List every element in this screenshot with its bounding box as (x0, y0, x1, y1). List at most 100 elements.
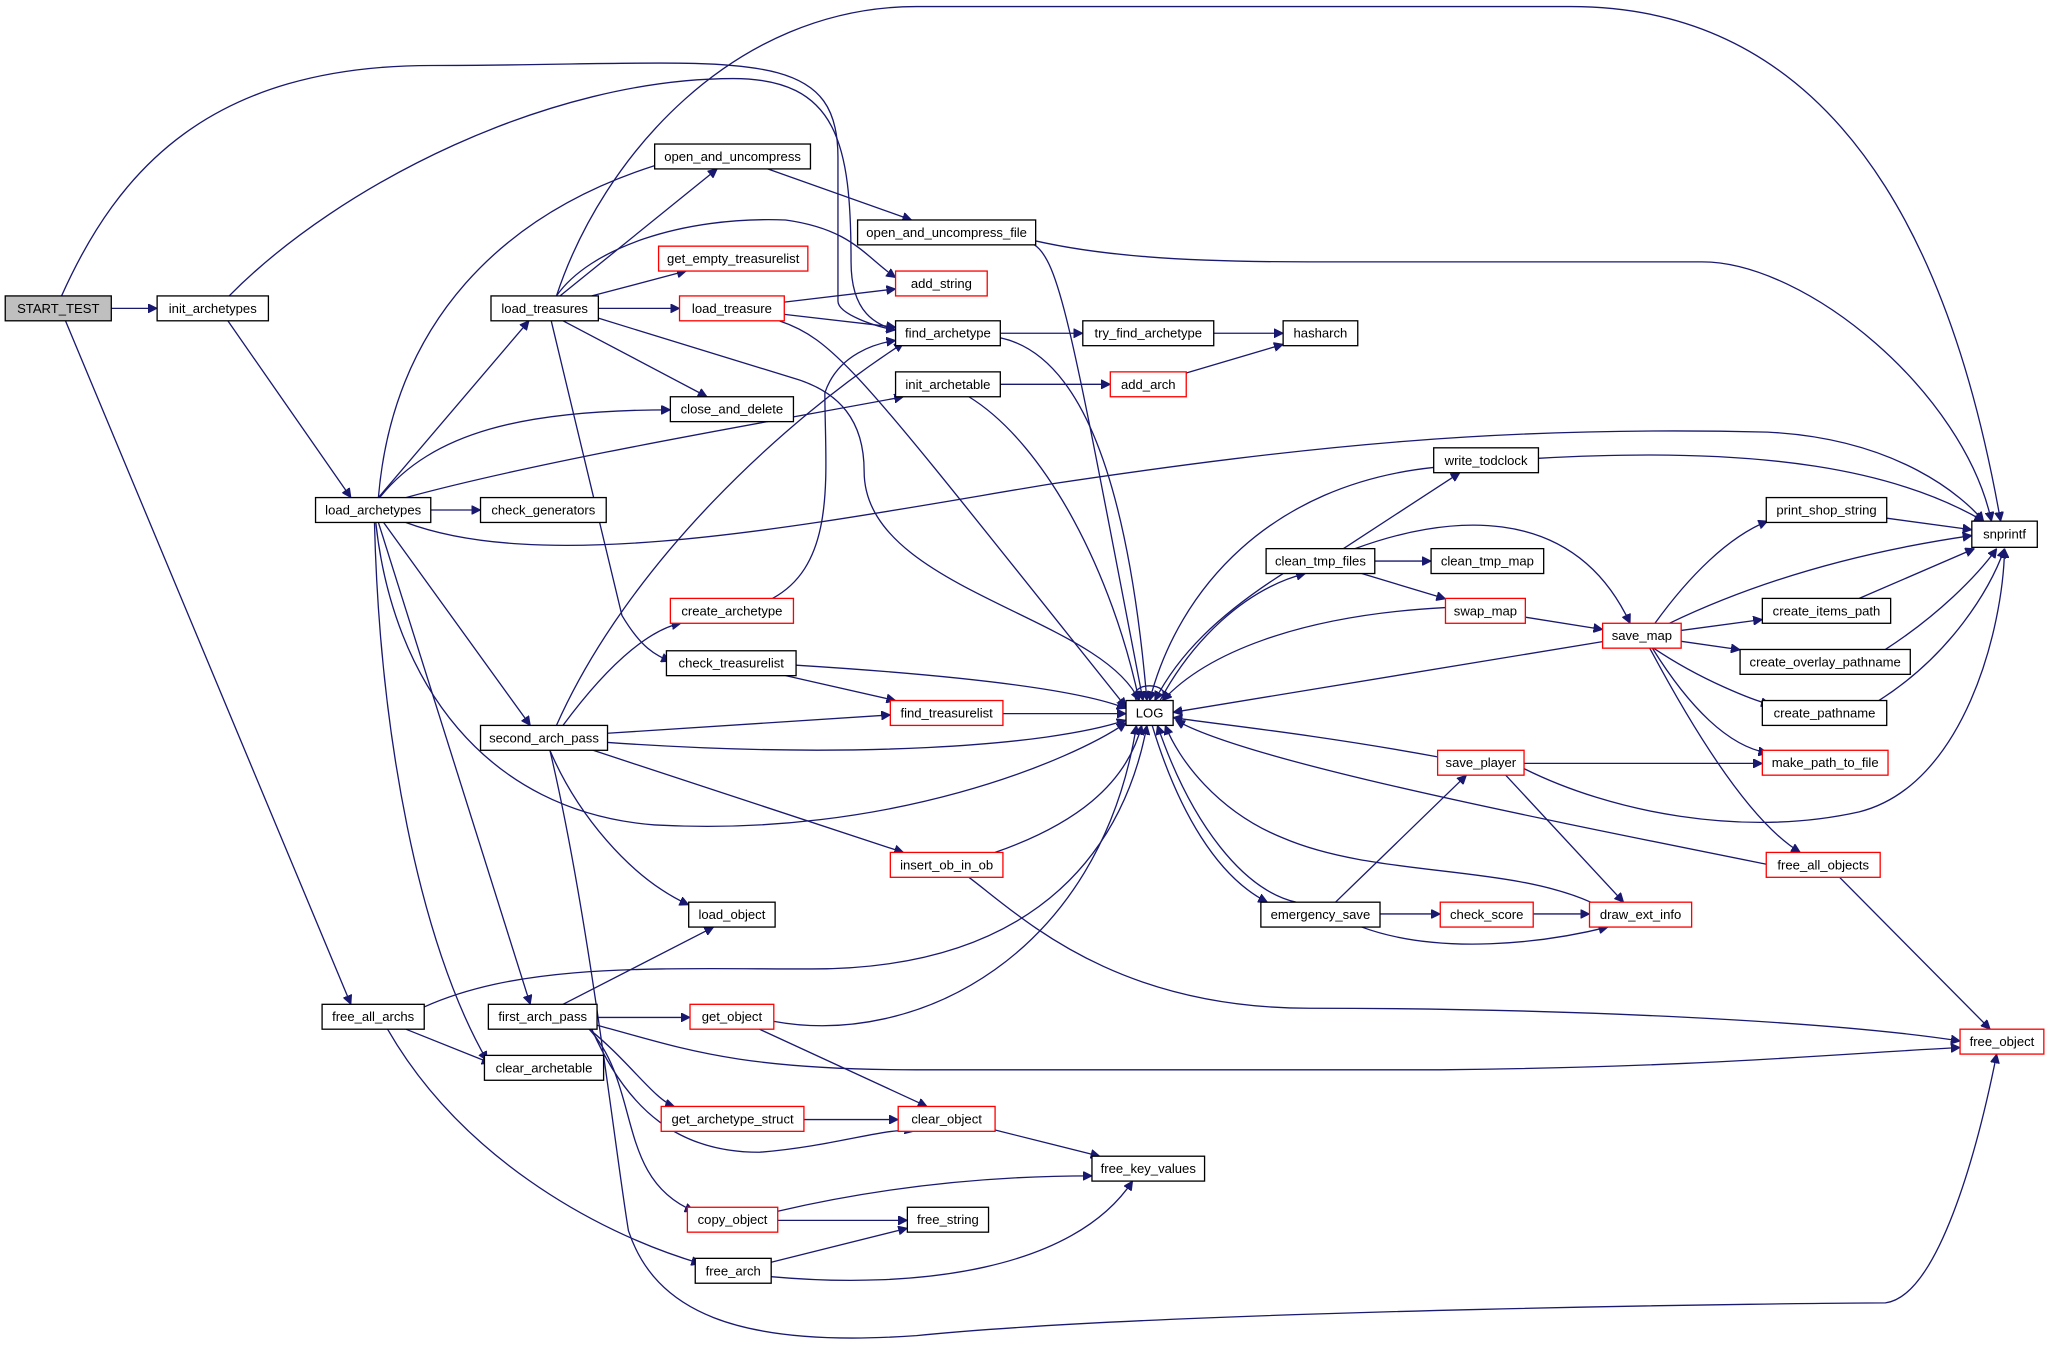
edge-load-treasures-to-check-treasurelist (550, 320, 670, 661)
node-create-pathname[interactable]: create_pathname (1761, 699, 1888, 727)
node-clean-tmp-map[interactable]: clean_tmp_map (1430, 547, 1545, 575)
node-init-archetable[interactable]: init_archetable (894, 371, 1001, 398)
node-create-archetype[interactable]: create_archetype (669, 597, 795, 624)
node-load-archetypes[interactable]: load_archetypes (314, 496, 432, 524)
edge-free-arch-to-free-string (771, 1228, 907, 1263)
node-label: clean_tmp_files (1275, 554, 1366, 569)
node-open-and-uncompress-file[interactable]: open_and_uncompress_file (856, 219, 1037, 246)
node-label: print_shop_string (1776, 503, 1876, 518)
node-clear-object[interactable]: clear_object (897, 1105, 996, 1132)
node-make-path-to-file[interactable]: make_path_to_file (1761, 749, 1889, 776)
node-check-treasurelist[interactable]: check_treasurelist (665, 650, 797, 677)
node-emergency-save[interactable]: emergency_save (1260, 901, 1381, 928)
node-swap-map[interactable]: swap_map (1444, 597, 1527, 624)
node-second-arch-pass[interactable]: second_arch_pass (479, 724, 609, 751)
edge-create-archetype-to-find-archetype (772, 340, 895, 599)
edge-copy-object-to-free-key-values (777, 1176, 1092, 1212)
node-label: open_and_uncompress_file (866, 225, 1027, 240)
edge-free-all-archs-to-free-arch (386, 1028, 701, 1263)
edge-insert-ob-in-ob-to-free-object (968, 876, 1960, 1041)
node-label: make_path_to_file (1772, 755, 1879, 770)
node-clean-tmp-files[interactable]: clean_tmp_files (1265, 547, 1376, 575)
node-free-string[interactable]: free_string (906, 1206, 990, 1233)
node-label: check_score (1450, 907, 1523, 922)
edge-get-object-to-log (773, 725, 1137, 1027)
node-box (688, 901, 776, 928)
node-save-map[interactable]: save_map (1601, 622, 1682, 649)
node-box (487, 1003, 598, 1030)
node-get-object[interactable]: get_object (689, 1003, 775, 1030)
node-load-object[interactable]: load_object (688, 901, 776, 928)
edge-log-to-clean-tmp-files (1159, 574, 1305, 701)
edge-second-arch-pass-to-load-object (549, 750, 689, 905)
node-label: load_treasures (501, 301, 588, 316)
node-init-archetypes[interactable]: init_archetypes (156, 295, 270, 322)
node-draw-ext-info[interactable]: draw_ext_info (1588, 901, 1693, 928)
edge-load-treasures-to-add-string (555, 219, 895, 297)
node-label: load_object (698, 907, 765, 922)
node-box (1282, 320, 1359, 347)
node-box (1433, 447, 1540, 474)
edge-first-arch-pass-to-copy-object (588, 1028, 694, 1211)
node-close-and-delete[interactable]: close_and_delete (669, 396, 795, 423)
node-free-arch[interactable]: free_arch (694, 1257, 772, 1284)
node-load-treasures[interactable]: load_treasures (490, 295, 600, 322)
node-box (1761, 699, 1888, 727)
edge-save-player-to-draw-ext-info (1505, 774, 1624, 902)
node-label: find_treasurelist (900, 705, 993, 720)
node-open-and-uncompress[interactable]: open_and_uncompress (654, 143, 812, 170)
node-print-shop-string[interactable]: print_shop_string (1765, 496, 1888, 524)
edge-second-arch-pass-to-free-object (549, 750, 1997, 1339)
edges-layer (60, 5, 2005, 1339)
node-snprintf[interactable]: snprintf (1971, 520, 2038, 548)
node-box (678, 295, 785, 322)
node-label: free_arch (706, 1263, 761, 1278)
node-label: get_empty_treasurelist (667, 251, 800, 266)
node-label: clear_archetable (496, 1060, 593, 1075)
node-box (889, 699, 1004, 727)
node-find-treasurelist[interactable]: find_treasurelist (889, 699, 1004, 727)
node-free-all-objects[interactable]: free_all_objects (1765, 851, 1881, 878)
node-log[interactable]: LOG (1125, 699, 1174, 727)
node-box (1260, 901, 1381, 928)
node-save-player[interactable]: save_player (1436, 749, 1525, 776)
edge-load-archetypes-to-open-and-uncompress (377, 160, 674, 498)
node-get-empty-treasurelist[interactable]: get_empty_treasurelist (657, 245, 809, 272)
edge-load-archetypes-to-init-archetable (405, 397, 904, 499)
node-get-archetype-struct[interactable]: get_archetype_struct (660, 1105, 805, 1132)
node-label: free_string (917, 1212, 979, 1227)
node-insert-ob-in-ob[interactable]: insert_ob_in_ob (889, 851, 1004, 878)
node-box (321, 1003, 425, 1030)
edge-insert-ob-in-ob-to-log (994, 725, 1142, 854)
edge-find-archetype-to-log (1000, 337, 1147, 701)
edge-init-archetypes-to-load-archetypes (227, 320, 351, 498)
node-free-object[interactable]: free_object (1959, 1028, 2045, 1055)
node-try-find-archetype[interactable]: try_find_archetype (1082, 320, 1215, 347)
node-write-todclock[interactable]: write_todclock (1433, 447, 1540, 474)
node-box (1971, 520, 2038, 548)
node-create-items-path[interactable]: create_items_path (1761, 597, 1892, 624)
node-start-test[interactable]: START_TEST (4, 295, 112, 322)
node-clear-archetable[interactable]: clear_archetable (483, 1054, 605, 1081)
node-find-archetype[interactable]: find_archetype (894, 320, 1001, 347)
node-free-all-archs[interactable]: free_all_archs (321, 1003, 425, 1030)
edge-swap-map-to-save-map (1525, 616, 1602, 629)
node-box (1265, 547, 1376, 575)
edge-save-map-to-log (1173, 640, 1603, 713)
node-first-arch-pass[interactable]: first_arch_pass (487, 1003, 598, 1030)
edge-start-test-to-free-all-archs (64, 320, 350, 1005)
node-copy-object[interactable]: copy_object (686, 1206, 779, 1233)
node-box (686, 1206, 779, 1233)
node-create-overlay-pathname[interactable]: create_overlay_pathname (1739, 648, 1911, 675)
node-box (1959, 1028, 2045, 1055)
edge-open-and-uncompress-to-open-and-uncompress-file (767, 168, 912, 220)
node-hasharch[interactable]: hasharch (1282, 320, 1359, 347)
edge-open-and-uncompress-file-to-snprintf (1035, 240, 1992, 521)
node-check-score[interactable]: check_score (1439, 901, 1534, 928)
node-box (1761, 597, 1892, 624)
node-load-treasure[interactable]: load_treasure (678, 295, 785, 322)
node-check-generators[interactable]: check_generators (479, 496, 607, 524)
node-free-key-values[interactable]: free_key_values (1091, 1155, 1206, 1182)
node-add-string[interactable]: add_string (894, 270, 988, 297)
node-add-arch[interactable]: add_arch (1109, 371, 1187, 398)
